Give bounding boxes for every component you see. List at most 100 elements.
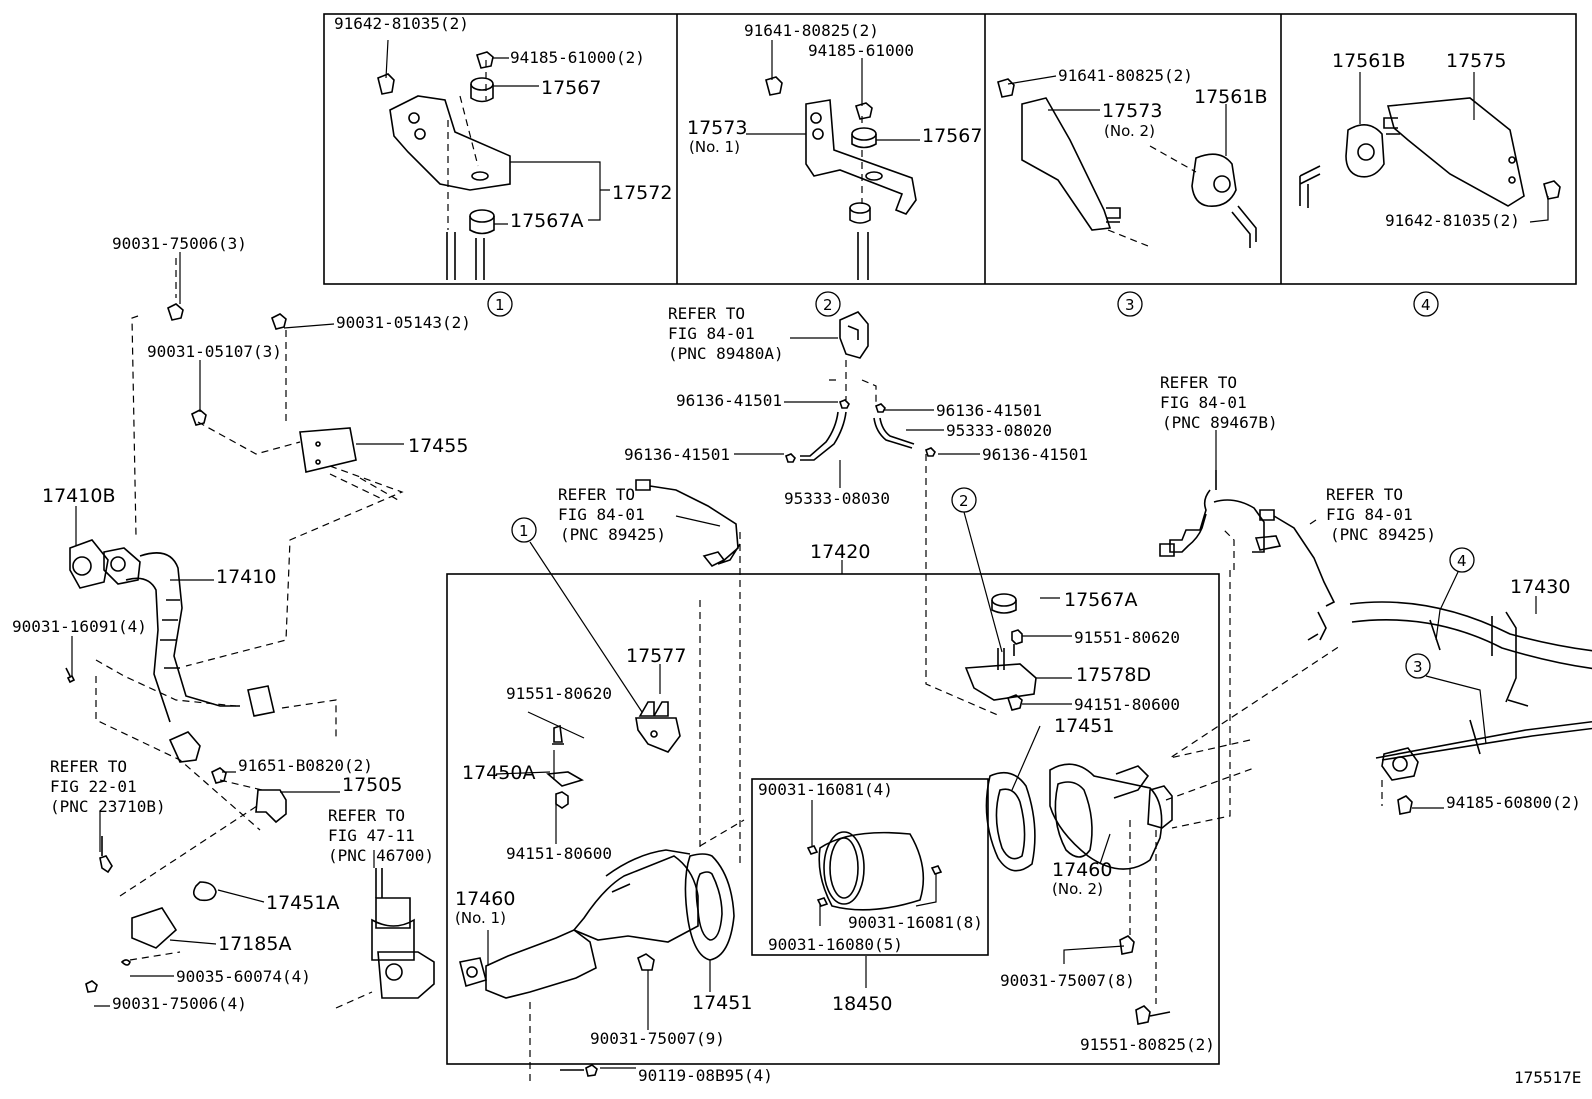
bracket-17572-drawing bbox=[377, 39, 610, 280]
svg-text:(PNC 23710B): (PNC 23710B) bbox=[50, 797, 166, 816]
label-91641-80825-b: 91641-80825(2) bbox=[1058, 66, 1193, 85]
label-96136-41501-d: 96136-41501 bbox=[982, 445, 1088, 464]
diagram-id: 175517E bbox=[1514, 1068, 1581, 1087]
bracket-17573-no1-drawing bbox=[746, 40, 920, 280]
label-96136-41501-b: 96136-41501 bbox=[936, 401, 1042, 420]
svg-text:REFER TO: REFER TO bbox=[558, 485, 635, 504]
label-17420: 17420 bbox=[810, 541, 870, 563]
label-17451-b: 17451 bbox=[1054, 715, 1114, 737]
front-pipe-section: 90031-75006(3) 90031-05143(2) 90031-0510… bbox=[12, 234, 471, 1013]
vsv-hose-drawing bbox=[734, 311, 980, 488]
ref-89425a: REFER TO FIG 84-01 (PNC 89425) bbox=[558, 485, 666, 544]
label-17505: 17505 bbox=[342, 774, 402, 796]
label-17460-no1: 17460 bbox=[455, 888, 515, 910]
bracket-17575-drawing bbox=[1299, 72, 1561, 223]
svg-text:(PNC 89425): (PNC 89425) bbox=[560, 525, 666, 544]
label-94151-80600-b: 94151-80600 bbox=[1074, 695, 1180, 714]
label-17577: 17577 bbox=[626, 645, 686, 667]
label-94151-80600-a: 94151-80600 bbox=[506, 844, 612, 863]
label-17567a: 17567A bbox=[510, 210, 583, 232]
callout-marker-4: 4 bbox=[1421, 296, 1431, 314]
main-assembly-box bbox=[446, 560, 1220, 1065]
label-91551-80825: 91551-80825(2) bbox=[1080, 1035, 1215, 1054]
callout-marker-2-b: 2 bbox=[959, 492, 969, 510]
label-17410b: 17410B bbox=[42, 485, 115, 507]
label-90031-16091: 90031-16091(4) bbox=[12, 617, 147, 636]
label-17410: 17410 bbox=[216, 566, 276, 588]
label-91651-b0820: 91651-B0820(2) bbox=[238, 756, 373, 775]
ref-89425b: REFER TO FIG 84-01 (PNC 89425) bbox=[1326, 485, 1436, 544]
label-17455: 17455 bbox=[408, 435, 468, 457]
label-17430: 17430 bbox=[1510, 576, 1570, 598]
label-90031-16081-a: 90031-16081(4) bbox=[758, 780, 893, 799]
rear-assembly-drawing bbox=[925, 430, 1592, 1025]
svg-text:REFER TO: REFER TO bbox=[1160, 373, 1237, 392]
ref-46700: REFER TO FIG 47-11 (PNC 46700) bbox=[328, 806, 434, 865]
label-94185-61000: 94185-61000(2) bbox=[510, 48, 645, 67]
label-96136-41501-c: 96136-41501 bbox=[624, 445, 730, 464]
svg-text:(PNC 89425): (PNC 89425) bbox=[1330, 525, 1436, 544]
svg-text:REFER TO: REFER TO bbox=[668, 304, 745, 323]
svg-text:FIG 84-01: FIG 84-01 bbox=[558, 505, 645, 524]
label-90031-16081-b: 90031-16081(8) bbox=[848, 913, 983, 932]
svg-text:FIG 84-01: FIG 84-01 bbox=[1326, 505, 1413, 524]
label-17460-no2: 17460 bbox=[1052, 859, 1112, 881]
label-17185a: 17185A bbox=[218, 933, 291, 955]
label-17460-no2-note: (No. 2) bbox=[1052, 880, 1103, 898]
callout-marker-3-b: 3 bbox=[1413, 658, 1423, 676]
label-17451a: 17451A bbox=[266, 892, 339, 914]
label-91641-80825: 91641-80825(2) bbox=[744, 21, 879, 40]
label-95333-08030: 95333-08030 bbox=[784, 489, 890, 508]
label-94185-60800: 94185-60800(2) bbox=[1446, 793, 1581, 812]
detail-box-2: 91641-80825(2) 94185-61000 17573 (No. 1)… bbox=[687, 21, 982, 317]
label-17567: 17567 bbox=[541, 77, 601, 99]
label-90031-05107: 90031-05107(3) bbox=[147, 342, 282, 361]
detail-box-1: 91642-81035(2) 94185-61000(2) 17567 1757… bbox=[334, 14, 672, 317]
catalytic-converter-drawing bbox=[459, 532, 745, 1082]
label-90031-16080: 90031-16080(5) bbox=[768, 935, 903, 954]
label-91642-81035-b: 91642-81035(2) bbox=[1385, 211, 1520, 230]
detail-box-3: 91641-80825(2) 17573 (No. 2) 17561B 3 bbox=[997, 66, 1267, 317]
label-91642-81035: 91642-81035(2) bbox=[334, 14, 469, 33]
label-90031-75006-b: 90031-75006(4) bbox=[112, 994, 247, 1013]
label-96136-41501-a: 96136-41501 bbox=[676, 391, 782, 410]
svg-text:REFER TO: REFER TO bbox=[1326, 485, 1403, 504]
o2-sensor-front-drawing bbox=[635, 479, 741, 568]
svg-text:FIG 47-11: FIG 47-11 bbox=[328, 826, 415, 845]
label-17451-a: 17451 bbox=[692, 992, 752, 1014]
callout-marker-4-b: 4 bbox=[1457, 552, 1467, 570]
label-17561b-b: 17561B bbox=[1332, 50, 1405, 72]
ref-23710b: REFER TO FIG 22-01 (PNC 23710B) bbox=[50, 757, 166, 816]
label-18450: 18450 bbox=[832, 993, 892, 1015]
label-90119-08b95: 90119-08B95(4) bbox=[638, 1066, 773, 1085]
ref-89480a: REFER TO FIG 84-01 (PNC 89480A) bbox=[668, 304, 784, 363]
label-17573-no2: 17573 bbox=[1102, 100, 1162, 122]
label-17450a: 17450A bbox=[462, 762, 535, 784]
label-90031-75007-b: 90031-75007(8) bbox=[1000, 971, 1135, 990]
stainless-kit-box: 90031-16081(4) 90031-16081(8) 90031-1608… bbox=[751, 778, 989, 1015]
front-pipe-drawing bbox=[65, 252, 435, 1009]
bracket-17573-no2-drawing bbox=[997, 75, 1257, 248]
callout-marker-3: 3 bbox=[1125, 296, 1135, 314]
callout-marker-1-b: 1 bbox=[519, 522, 529, 540]
ref-89467b: REFER TO FIG 84-01 (PNC 89467B) bbox=[1160, 373, 1278, 432]
svg-text:REFER TO: REFER TO bbox=[328, 806, 405, 825]
right-section: REFER TO FIG 84-01 (PNC 89467B) REFER TO… bbox=[925, 373, 1592, 1054]
label-17573-no1: 17573 bbox=[687, 117, 747, 139]
label-17575: 17575 bbox=[1446, 50, 1506, 72]
label-94185-61000-b: 94185-61000 bbox=[808, 41, 914, 60]
label-17561b-a: 17561B bbox=[1194, 86, 1267, 108]
label-17573-no2-note: (No. 2) bbox=[1104, 122, 1155, 140]
label-90031-75006-a: 90031-75006(3) bbox=[112, 234, 247, 253]
svg-text:FIG 84-01: FIG 84-01 bbox=[1160, 393, 1247, 412]
detail-box-panel bbox=[323, 13, 1577, 285]
label-17567a-b: 17567A bbox=[1064, 589, 1137, 611]
label-17578d: 17578D bbox=[1076, 664, 1151, 686]
svg-text:REFER TO: REFER TO bbox=[50, 757, 127, 776]
svg-text:FIG 84-01: FIG 84-01 bbox=[668, 324, 755, 343]
detail-box-4: 17561B 17575 91642-81035(2) 4 bbox=[1299, 50, 1561, 317]
center-section: REFER TO FIG 84-01 (PNC 89480A) REFER TO… bbox=[446, 304, 1220, 1085]
label-17572: 17572 bbox=[612, 182, 672, 204]
label-90031-75007-a: 90031-75007(9) bbox=[590, 1029, 725, 1048]
label-17567-b: 17567 bbox=[922, 125, 982, 147]
